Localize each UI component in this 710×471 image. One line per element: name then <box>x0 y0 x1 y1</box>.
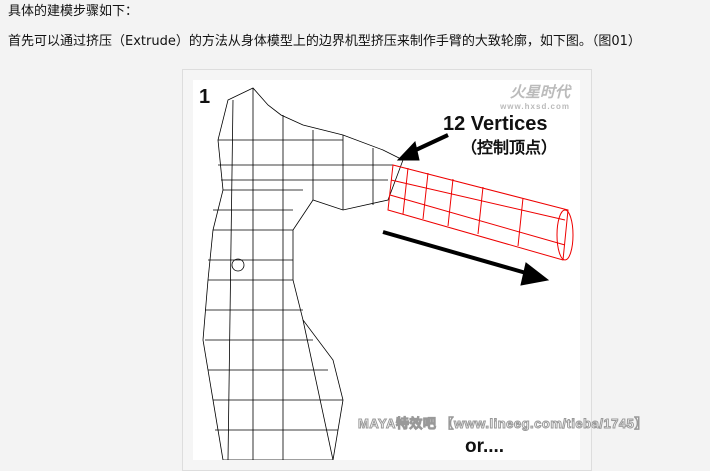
wireframe-illustration <box>202 87 574 460</box>
torso-mesh <box>202 87 404 460</box>
intro-text: 具体的建模步骤如下： <box>8 4 139 19</box>
panel-number: 1 <box>199 86 211 108</box>
continuation-text: or.... <box>465 436 505 457</box>
vertices-label-cn: （控制顶点） <box>461 138 558 157</box>
step-text: 首先可以通过挤压（Extrude）的方法从身体模型上的边界机型挤压来制作手臂的大… <box>8 34 641 49</box>
vertices-label: 12 Vertices <box>443 113 548 135</box>
logo-url: www.hxsd.com <box>500 102 570 111</box>
arm-extrusion <box>387 164 574 261</box>
arrows <box>382 133 550 286</box>
watermark: MAYA特效吧 【www.lineeg.com/tieba/1745】 <box>358 416 648 432</box>
logo-text: 火星时代 <box>509 84 570 101</box>
